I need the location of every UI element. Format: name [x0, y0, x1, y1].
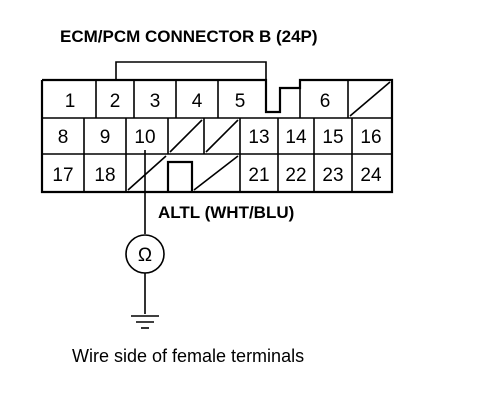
empty-cavity-7 [349, 81, 391, 117]
ohm-symbol: Ω [138, 245, 152, 266]
pin-4: 4 [192, 91, 203, 112]
pin-14: 14 [285, 127, 307, 148]
ohmmeter-icon: Ω [125, 234, 165, 274]
pin-15: 15 [322, 127, 343, 148]
pin-1: 1 [65, 91, 76, 112]
pin-13: 13 [248, 127, 269, 148]
pin-22: 22 [285, 165, 306, 186]
pin-18: 18 [94, 165, 115, 186]
empty-cavities [127, 81, 391, 191]
pin-21: 21 [248, 165, 269, 186]
empty-cavity-19 [127, 155, 167, 191]
row-1-dividers [95, 80, 349, 118]
wire-label: ALTL (WHT/BLU) [158, 203, 294, 222]
pin-numbers: 1 2 3 4 5 6 8 9 10 13 14 15 16 17 18 21 … [52, 91, 382, 186]
ground-icon [131, 315, 159, 329]
pin-8: 8 [58, 127, 69, 148]
locking-tab [115, 61, 267, 80]
pin-5: 5 [235, 91, 246, 112]
pin-23: 23 [322, 165, 343, 186]
pin-24: 24 [360, 165, 382, 186]
pin-2: 2 [110, 91, 121, 112]
row-2-dividers [83, 118, 353, 154]
row-3-dividers [83, 154, 353, 192]
pin-6: 6 [320, 91, 331, 112]
pin-10: 10 [134, 127, 155, 148]
caption: Wire side of female terminals [72, 346, 304, 366]
pin-16: 16 [360, 127, 381, 148]
empty-cavity-20 [193, 155, 239, 191]
pin-17: 17 [52, 165, 73, 186]
diagram-title: ECM/PCM CONNECTOR B (24P) [60, 27, 318, 46]
empty-cavity-11 [169, 119, 203, 153]
empty-cavity-12 [205, 119, 239, 153]
keying-notch [166, 160, 194, 192]
pin-3: 3 [150, 91, 161, 112]
pin-9: 9 [100, 127, 111, 148]
